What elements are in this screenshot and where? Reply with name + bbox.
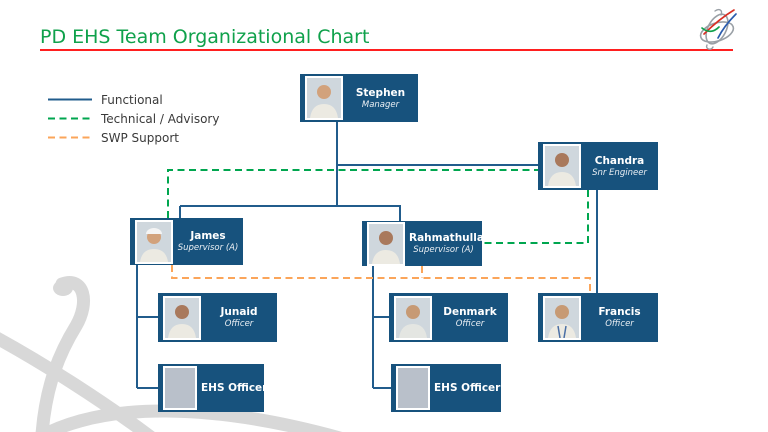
person-name: James (190, 230, 226, 242)
legend-label: Functional (101, 92, 163, 107)
person-name: Junaid (220, 306, 258, 318)
photo-placeholder (396, 366, 430, 410)
org-node-chandra: Chandra Snr Engineer (538, 142, 658, 190)
person-role: Officer (224, 319, 254, 329)
person-role: Officer (605, 319, 634, 329)
org-node-denmark: Denmark Officer (389, 293, 508, 342)
legend: Functional Technical / Advisory SWP Supp… (48, 90, 219, 147)
advisory-line-sample-icon (48, 117, 92, 120)
person-role: Manager (361, 99, 400, 110)
portrait-photo (305, 76, 343, 120)
portrait-photo (543, 295, 581, 340)
legend-label: SWP Support (101, 130, 179, 145)
portrait-photo (394, 295, 432, 340)
person-name: Chandra (594, 154, 645, 167)
portrait-photo (543, 144, 581, 188)
swp-support-connectors (171, 265, 591, 293)
org-node-ehs-officer-1: EHS Officer (158, 364, 264, 412)
functional-connectors (136, 122, 598, 389)
legend-item-swp-support: SWP Support (48, 128, 219, 147)
org-node-ehs-officer-2: EHS Officer (391, 364, 501, 412)
person-name: Rahmathulla (409, 232, 482, 244)
portrait-photo (163, 295, 201, 340)
technical-advisory-connectors (167, 169, 589, 244)
legend-item-technical-advisory: Technical / Advisory (48, 109, 219, 128)
page-title: PD EHS Team Organizational Chart (40, 26, 370, 48)
company-logo-icon (699, 8, 737, 50)
title-underline (40, 49, 733, 51)
swp-line-sample-icon (48, 136, 92, 139)
functional-line-sample-icon (48, 98, 92, 101)
org-node-francis: Francis Officer (538, 293, 658, 342)
org-node-junaid: Junaid Officer (158, 293, 277, 342)
person-role: Officer (455, 319, 485, 329)
person-role: Supervisor (A) (413, 245, 474, 255)
portrait-photo (367, 221, 405, 266)
org-node-stephen: Stephen Manager (300, 74, 418, 122)
position-label: EHS Officer (201, 382, 264, 394)
person-role: Supervisor (A) (177, 243, 239, 253)
org-node-rahmathulla: Rahmathulla Supervisor (A) (362, 221, 482, 266)
person-name: Francis (598, 306, 641, 318)
position-label: EHS Officer (434, 382, 501, 394)
photo-placeholder (163, 366, 197, 410)
person-name: Stephen (355, 86, 406, 99)
legend-label: Technical / Advisory (101, 111, 220, 126)
legend-item-functional: Functional (48, 90, 219, 109)
person-name: Denmark (443, 306, 497, 318)
person-role: Snr Engineer (592, 167, 647, 178)
org-node-james: James Supervisor (A) (130, 218, 243, 265)
portrait-photo (135, 219, 173, 264)
